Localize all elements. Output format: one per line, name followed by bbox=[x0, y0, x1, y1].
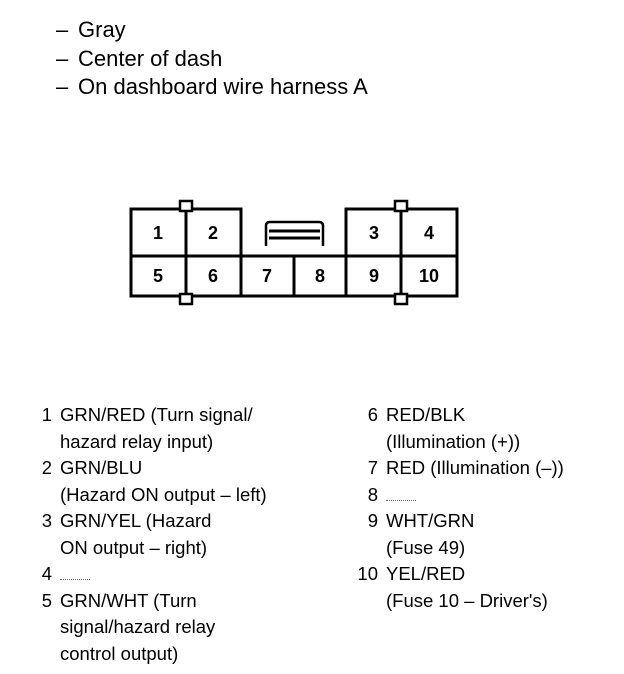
pin-description-line: (Illumination (+)) bbox=[386, 430, 521, 452]
pin-description bbox=[386, 482, 416, 509]
pin-description-line: (Fuse 49) bbox=[386, 536, 466, 558]
harness-line: – On dashboard wire harness A bbox=[56, 73, 368, 102]
pin-description: GRN/BLU (Hazard ON output – left) bbox=[60, 455, 267, 508]
pin-number: 8 bbox=[367, 483, 378, 505]
pin-description-line: GRN/BLU bbox=[60, 457, 143, 478]
pin-description: RED (Illumination (–)) bbox=[386, 455, 564, 482]
pin-description-line: control output) bbox=[60, 642, 179, 664]
pin-entry: 9 WHT/GRN (Fuse 49) bbox=[354, 508, 564, 561]
guide-post-bottom-right bbox=[393, 292, 409, 306]
pin-entry: 3 GRN/YEL (Hazard ON output – right) bbox=[28, 508, 267, 561]
color-line: – Gray bbox=[56, 16, 368, 45]
connector-location: Center of dash bbox=[78, 45, 223, 71]
guide-post-top-right bbox=[393, 199, 409, 213]
pin-description-line: YEL/RED bbox=[386, 563, 466, 584]
pin-description-line: GRN/YEL (Hazard bbox=[60, 510, 212, 531]
pin-label: 7 bbox=[262, 266, 272, 286]
pin-entry: 4 bbox=[28, 561, 267, 588]
pin-description: RED/BLK (Illumination (+)) bbox=[386, 402, 520, 455]
unused-pin-mark bbox=[386, 499, 416, 501]
pin-entry: 8 bbox=[354, 482, 564, 509]
bullet-dash: – bbox=[56, 74, 69, 99]
pin-label: 4 bbox=[424, 223, 434, 243]
pin-number: 9 bbox=[367, 510, 378, 531]
pin-description-line: GRN/RED (Turn signal/ bbox=[60, 404, 253, 425]
pin-number: 1 bbox=[41, 404, 52, 425]
pin-description-line: RED (Illumination (–)) bbox=[386, 457, 564, 478]
pin-label: 10 bbox=[419, 266, 439, 286]
guide-post-bottom-left bbox=[178, 292, 194, 306]
pin-number: 2 bbox=[41, 457, 52, 478]
pin-description-line: GRN/WHT (Turn bbox=[60, 589, 197, 611]
pin-description: WHT/GRN (Fuse 49) bbox=[386, 508, 474, 561]
pin-description-line: ON output – right) bbox=[60, 536, 208, 558]
connector-diagram: 1 2 3 4 5 6 7 8 9 10 bbox=[129, 199, 459, 306]
bullet-dash: – bbox=[56, 45, 69, 71]
pin-description: GRN/YEL (Hazard ON output – right) bbox=[60, 508, 211, 561]
pin-label: 5 bbox=[153, 266, 163, 286]
location-line: – Center of dash bbox=[56, 45, 368, 74]
connector-info: – Gray – Center of dash – On dashboard w… bbox=[56, 16, 368, 102]
pin-number: 10 bbox=[357, 563, 378, 584]
pin-list-right: 6 RED/BLK (Illumination (+)) 7 RED (Illu… bbox=[354, 402, 564, 614]
pin-entry: 6 RED/BLK (Illumination (+)) bbox=[354, 402, 564, 455]
pin-description-line: WHT/GRN bbox=[386, 510, 475, 531]
pin-number: 4 bbox=[41, 563, 52, 584]
pin-description-line: signal/hazard relay bbox=[60, 616, 216, 637]
pin-description bbox=[60, 561, 90, 588]
pin-entry: 1 GRN/RED (Turn signal/ hazard relay inp… bbox=[28, 402, 267, 455]
pin-entry: 10 YEL/RED (Fuse 10 – Driver's) bbox=[354, 561, 564, 614]
lock-tab bbox=[264, 220, 325, 246]
pin-label: 3 bbox=[369, 223, 379, 243]
pin-number: 7 bbox=[367, 457, 378, 478]
pin-description: YEL/RED (Fuse 10 – Driver's) bbox=[386, 561, 548, 614]
pin-description-line: RED/BLK bbox=[386, 404, 466, 425]
pin-label: 9 bbox=[369, 266, 379, 286]
pin-entry: 5 GRN/WHT (Turn signal/hazard relay cont… bbox=[28, 588, 267, 668]
pin-number: 5 bbox=[41, 589, 52, 611]
pin-description: GRN/WHT (Turn signal/hazard relay contro… bbox=[60, 588, 215, 668]
pin-number: 3 bbox=[41, 510, 52, 531]
connector-harness: On dashboard wire harness A bbox=[78, 74, 368, 99]
connector-color: Gray bbox=[78, 17, 126, 42]
pin-label: 1 bbox=[153, 223, 163, 243]
pin-list-left: 1 GRN/RED (Turn signal/ hazard relay inp… bbox=[28, 402, 267, 667]
pin-number: 6 bbox=[367, 404, 378, 425]
pin-description-line: (Hazard ON output – left) bbox=[60, 483, 267, 505]
pin-label: 2 bbox=[208, 223, 218, 243]
pin-entry: 2 GRN/BLU (Hazard ON output – left) bbox=[28, 455, 267, 508]
pin-entry: 7 RED (Illumination (–)) bbox=[354, 455, 564, 482]
pin-description-line: (Fuse 10 – Driver's) bbox=[386, 589, 548, 611]
pin-description-line: hazard relay input) bbox=[60, 430, 214, 452]
bullet-dash: – bbox=[56, 17, 69, 42]
pin-description: GRN/RED (Turn signal/ hazard relay input… bbox=[60, 402, 253, 455]
pin-label: 8 bbox=[315, 266, 325, 286]
guide-post-top-left bbox=[178, 199, 194, 213]
unused-pin-mark bbox=[60, 579, 90, 580]
pin-label: 6 bbox=[208, 266, 218, 286]
